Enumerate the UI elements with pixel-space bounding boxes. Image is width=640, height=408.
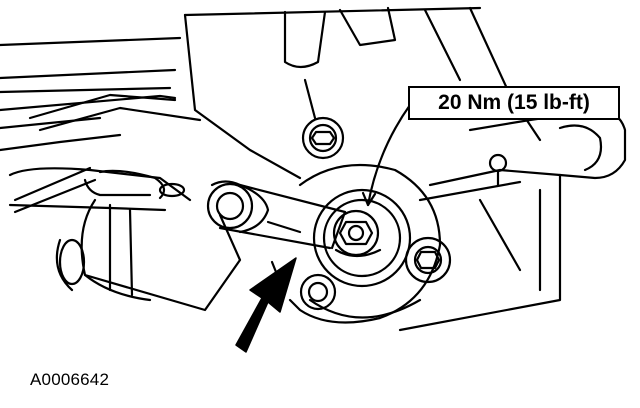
drive-arm: [8, 167, 192, 212]
motor-housing: [55, 198, 242, 312]
upper-bolt: [301, 116, 345, 160]
pointer-arrow: [235, 257, 297, 353]
callout-leader: [361, 103, 412, 207]
figure-id: A0006642: [30, 370, 110, 389]
lower-nut: [270, 260, 337, 311]
pivot-plate: [288, 163, 442, 324]
top-bracket: [183, 6, 542, 180]
frame-rails: [0, 36, 202, 214]
torque-callout: 20 Nm (15 lb-ft): [408, 86, 620, 120]
right-bracket: [398, 108, 627, 332]
right-nut: [404, 236, 452, 284]
center-bolt: [332, 209, 382, 258]
link-arm: [206, 180, 347, 250]
